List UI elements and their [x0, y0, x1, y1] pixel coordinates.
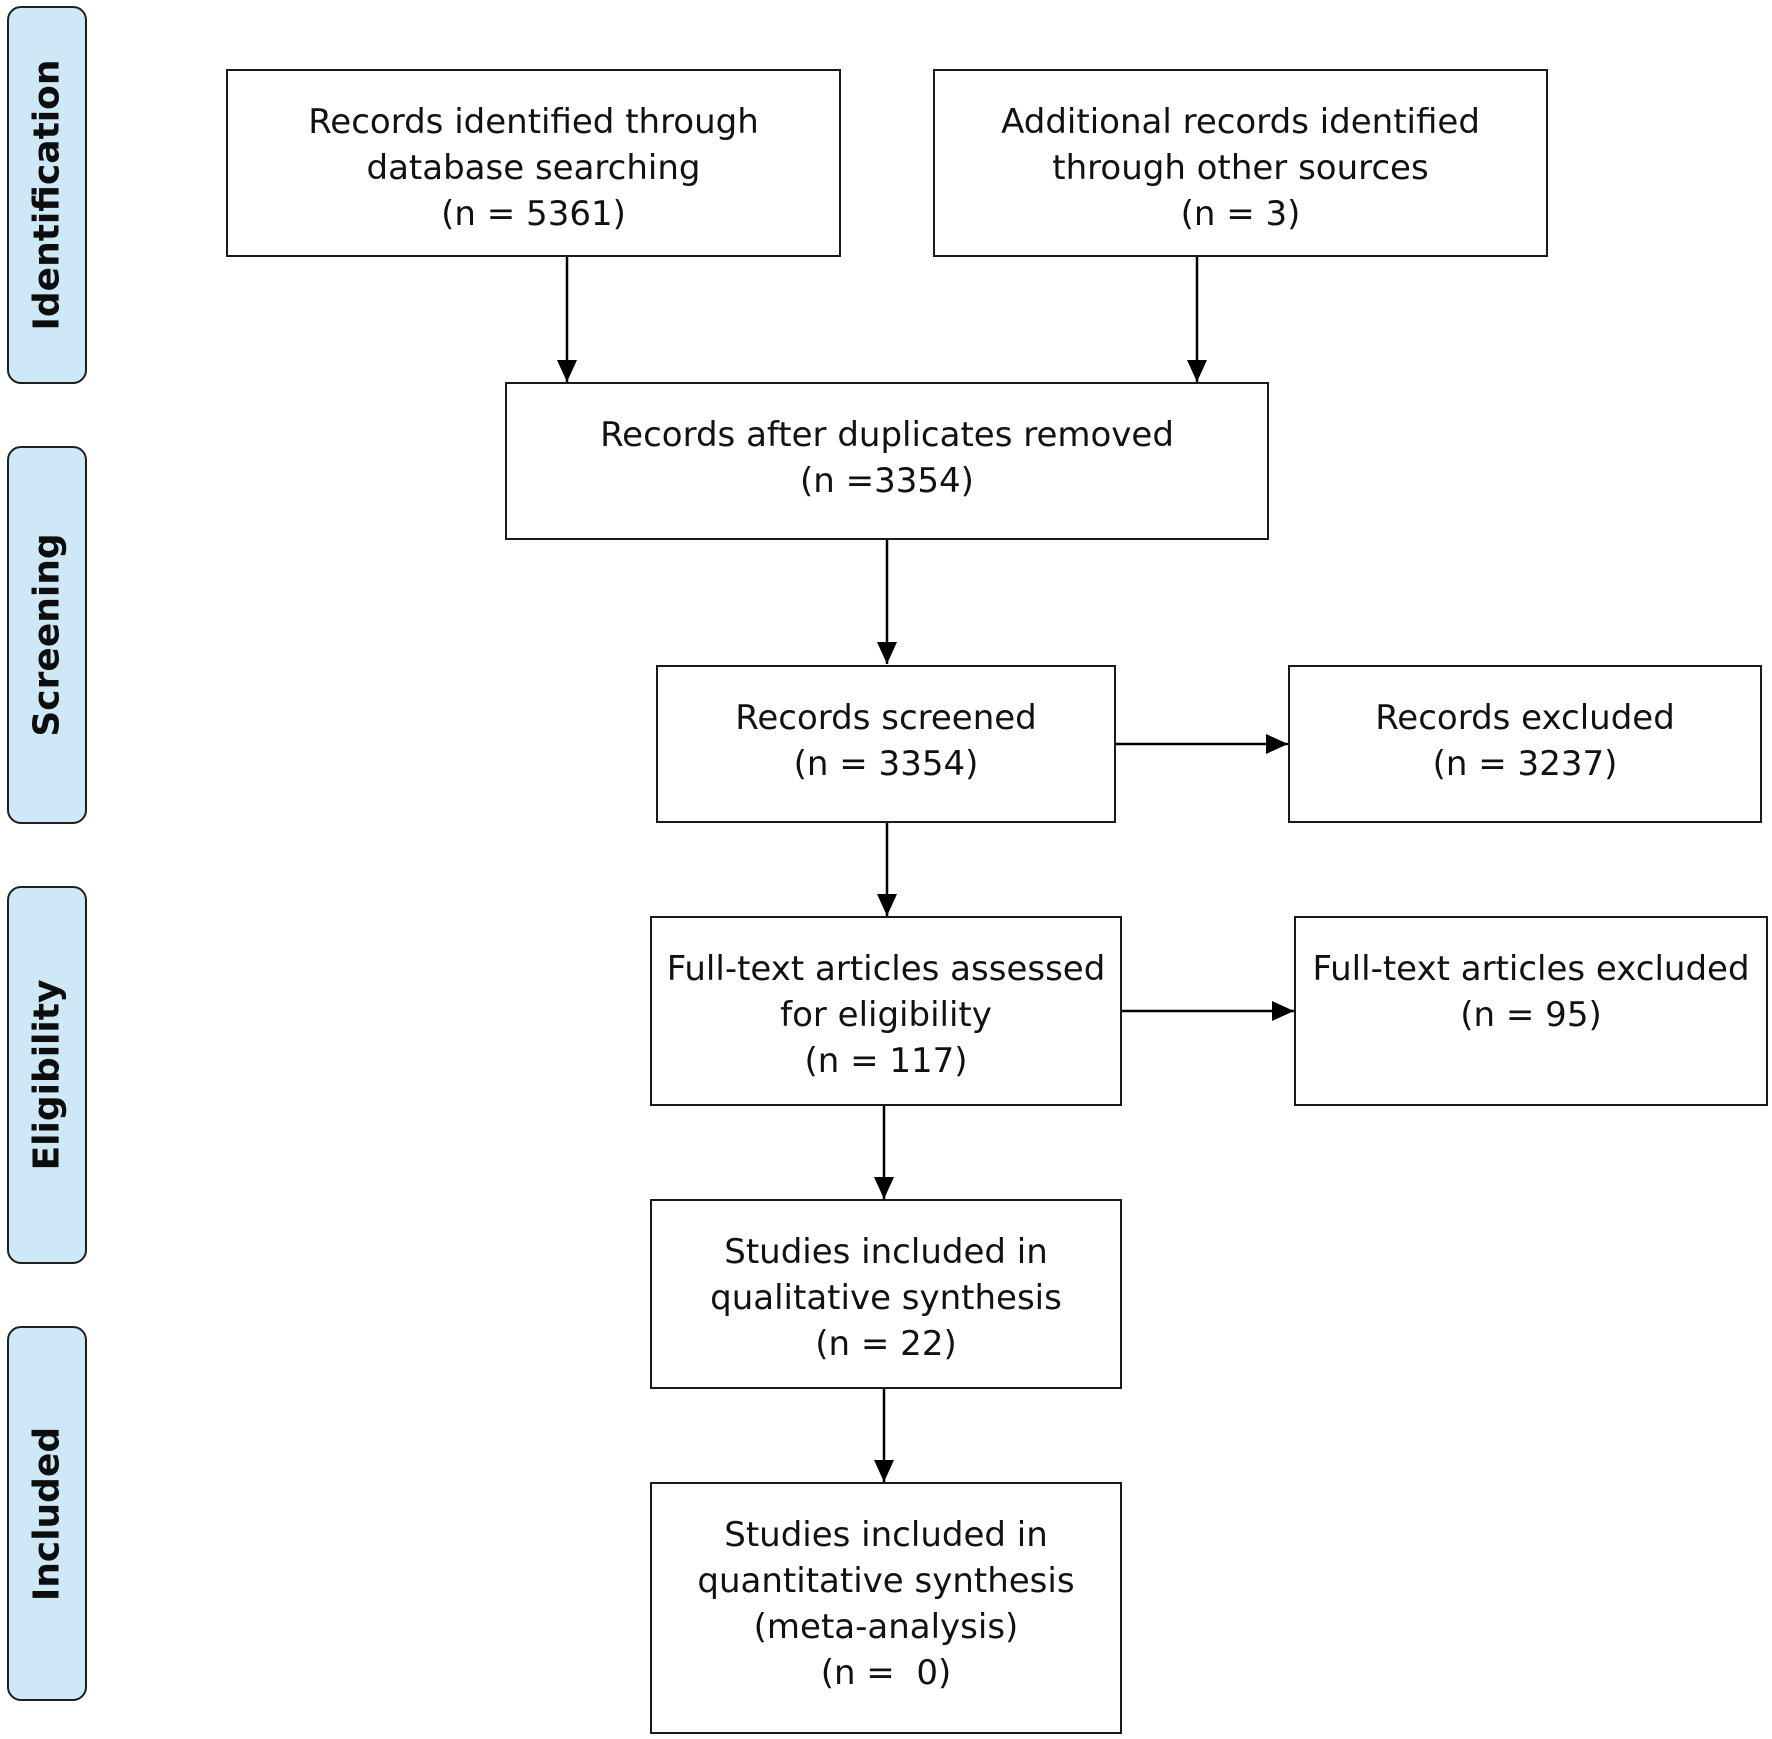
- box-records-excluded: Records excluded (n = 3237): [1288, 665, 1762, 823]
- box-database-line3: (n = 5361): [441, 194, 626, 234]
- box-database-line1: Records identified through: [308, 102, 759, 142]
- box-database-records: Records identified through database sear…: [226, 69, 841, 257]
- box-qualitative-line3: (n = 22): [815, 1324, 957, 1364]
- box-fulltext-assessed-line1: Full-text articles assessed: [666, 949, 1106, 989]
- box-qualitative-line2: qualitative synthesis: [710, 1278, 1062, 1318]
- phase-identification: Identification: [7, 6, 87, 384]
- box-qualitative-synthesis: Studies included in qualitative synthesi…: [650, 1199, 1122, 1389]
- box-records-screened: Records screened (n = 3354): [656, 665, 1116, 823]
- box-fulltext-excluded-line2: (n = 95): [1460, 995, 1602, 1035]
- box-quantitative-synthesis: Studies included in quantitative synthes…: [650, 1482, 1122, 1734]
- phase-screening: Screening: [7, 446, 87, 824]
- box-quantitative-line2: quantitative synthesis: [697, 1561, 1075, 1601]
- box-fulltext-excluded-line1: Full-text articles excluded: [1312, 949, 1750, 989]
- box-other-line1: Additional records identified: [1001, 102, 1480, 142]
- box-screened-line1: Records screened: [735, 698, 1037, 738]
- box-duplicates-line2: (n =3354): [800, 461, 974, 501]
- box-duplicates-removed: Records after duplicates removed (n =335…: [505, 382, 1269, 540]
- box-fulltext-excluded: Full-text articles excluded (n = 95): [1294, 916, 1768, 1106]
- box-quantitative-line4: (n = 0): [820, 1653, 952, 1693]
- phase-eligibility: Eligibility: [7, 886, 87, 1264]
- box-screened-line2: (n = 3354): [793, 744, 979, 784]
- box-quantitative-line1: Studies included in: [724, 1515, 1048, 1555]
- box-other-line3: (n = 3): [1180, 194, 1301, 234]
- box-database-line2: database searching: [366, 148, 701, 188]
- box-fulltext-assessed-line2: for eligibility: [780, 995, 992, 1035]
- box-qualitative-line1: Studies included in: [724, 1232, 1048, 1272]
- box-fulltext-assessed-line3: (n = 117): [804, 1041, 968, 1081]
- box-other-sources: Additional records identified through ot…: [933, 69, 1548, 257]
- phase-included: Included: [7, 1326, 87, 1701]
- box-duplicates-line1: Records after duplicates removed: [600, 415, 1174, 455]
- box-other-line2: through other sources: [1052, 148, 1429, 188]
- box-excluded-line2: (n = 3237): [1432, 744, 1618, 784]
- box-quantitative-line3: (meta-analysis): [753, 1607, 1019, 1647]
- box-fulltext-assessed: Full-text articles assessed for eligibil…: [650, 916, 1122, 1106]
- box-excluded-line1: Records excluded: [1375, 698, 1675, 738]
